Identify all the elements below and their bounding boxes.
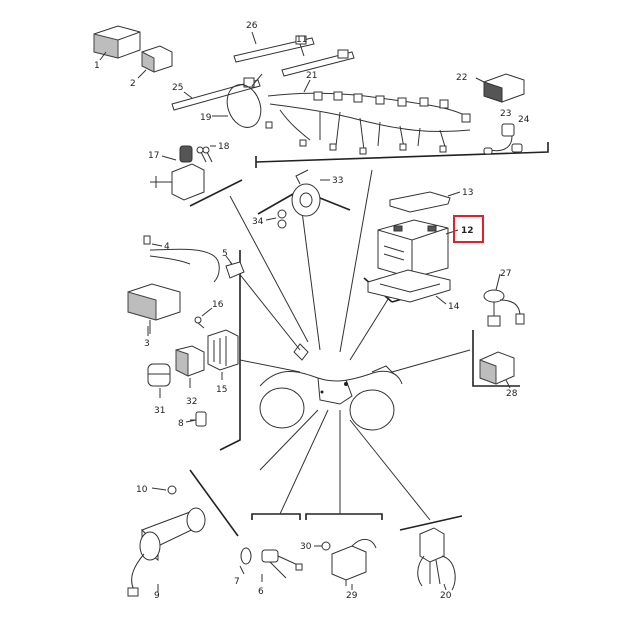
label-part-20[interactable]: 20 (440, 591, 452, 601)
part-5-plug-cap[interactable] (225, 261, 245, 279)
part-23-fuse-holder[interactable] (501, 123, 515, 137)
part-17-main-switch[interactable] (150, 145, 205, 201)
part-34-bolt[interactable] (277, 209, 287, 229)
part-27-connector[interactable] (483, 289, 525, 327)
part-21-wire-harness[interactable] (265, 91, 471, 155)
label-part-24[interactable]: 24 (518, 115, 530, 125)
label-part-32[interactable]: 32 (186, 397, 197, 407)
part-22-relay[interactable] (483, 73, 525, 103)
label-part-29[interactable]: 29 (346, 591, 358, 601)
part-31-flasher[interactable] (147, 363, 171, 387)
bracket-harness-group (255, 142, 549, 168)
highlight-box-part-12 (453, 215, 484, 243)
label-part-25[interactable]: 25 (172, 83, 183, 93)
part-1-ecu[interactable] (93, 25, 141, 59)
label-part-18[interactable]: 18 (218, 142, 230, 152)
part-26-cable-tie[interactable] (233, 35, 315, 63)
label-part-5[interactable]: 5 (222, 249, 228, 259)
part-8-sensor[interactable] (190, 411, 207, 427)
part-labels: 1 2 26 11 25 19 21 22 23 24 17 18 33 34 … (94, 21, 530, 601)
part-4-lead-wire[interactable] (143, 235, 220, 283)
part-20-switch[interactable] (417, 527, 456, 591)
part-28-socket[interactable] (479, 351, 515, 385)
label-part-14[interactable]: 14 (448, 302, 460, 312)
label-part-23[interactable]: 23 (500, 109, 511, 119)
label-part-34[interactable]: 34 (252, 217, 264, 227)
label-part-31[interactable]: 31 (154, 406, 165, 416)
part-3-ignition-coil[interactable] (127, 283, 181, 334)
label-part-7[interactable]: 7 (234, 577, 240, 587)
label-part-17[interactable]: 17 (148, 151, 159, 161)
label-part-22[interactable]: 22 (456, 73, 467, 83)
part-25-band[interactable] (171, 77, 261, 111)
part-13-battery-band[interactable] (389, 191, 451, 213)
bracket-starter-group (189, 469, 239, 537)
part-11-cable-tie[interactable] (281, 49, 355, 77)
part-30-screw[interactable] (321, 541, 331, 551)
part-10-bolt[interactable] (167, 485, 177, 495)
bracket-right-group (472, 330, 520, 387)
bracket-sensor-group (251, 513, 301, 520)
part-32-relay[interactable] (175, 345, 205, 377)
part-29-starter-relay[interactable] (331, 539, 377, 586)
part-6-sensor[interactable] (261, 549, 303, 579)
bracket-switch20-group (399, 515, 463, 531)
label-part-2[interactable]: 2 (130, 79, 136, 89)
label-part-15[interactable]: 15 (216, 385, 227, 395)
part-9-starter-motor[interactable] (127, 507, 206, 597)
part-33-horn[interactable] (291, 169, 321, 217)
label-part-8[interactable]: 8 (178, 419, 184, 429)
label-part-11[interactable]: 11 (296, 35, 307, 45)
label-part-33[interactable]: 33 (332, 176, 343, 186)
label-part-6[interactable]: 6 (258, 587, 264, 597)
part-14-battery-tray[interactable] (367, 269, 451, 303)
label-part-1[interactable]: 1 (94, 61, 100, 71)
part-12-battery[interactable] (377, 219, 449, 279)
label-part-9[interactable]: 9 (154, 591, 160, 601)
label-part-16[interactable]: 16 (212, 300, 224, 310)
bracket-relay-group (305, 513, 383, 520)
bracket-switch-group (189, 179, 243, 207)
label-part-27[interactable]: 27 (500, 269, 511, 279)
part-2-connector-block[interactable] (141, 45, 173, 73)
part-7-grommet[interactable] (240, 547, 252, 565)
part-15-regulator[interactable] (207, 329, 239, 371)
part-24-fuse-wire[interactable] (483, 135, 523, 155)
part-18-screws[interactable] (196, 146, 213, 163)
label-part-26[interactable]: 26 (246, 21, 258, 31)
label-part-12[interactable]: 12 (461, 226, 474, 236)
group-brackets (189, 142, 549, 537)
label-part-21[interactable]: 21 (306, 71, 317, 81)
label-part-10[interactable]: 10 (136, 485, 148, 495)
label-part-28[interactable]: 28 (506, 389, 518, 399)
bracket-left-group (219, 250, 241, 451)
part-19-loop-wire[interactable] (221, 73, 266, 132)
motorcycle-outline (259, 343, 403, 431)
leader-lines (229, 169, 471, 521)
label-part-19[interactable]: 19 (200, 113, 212, 123)
label-part-13[interactable]: 13 (462, 188, 473, 198)
part-16-screw[interactable] (194, 316, 205, 329)
label-part-4[interactable]: 4 (164, 242, 170, 252)
label-part-3[interactable]: 3 (144, 339, 150, 349)
label-part-30[interactable]: 30 (300, 542, 312, 552)
